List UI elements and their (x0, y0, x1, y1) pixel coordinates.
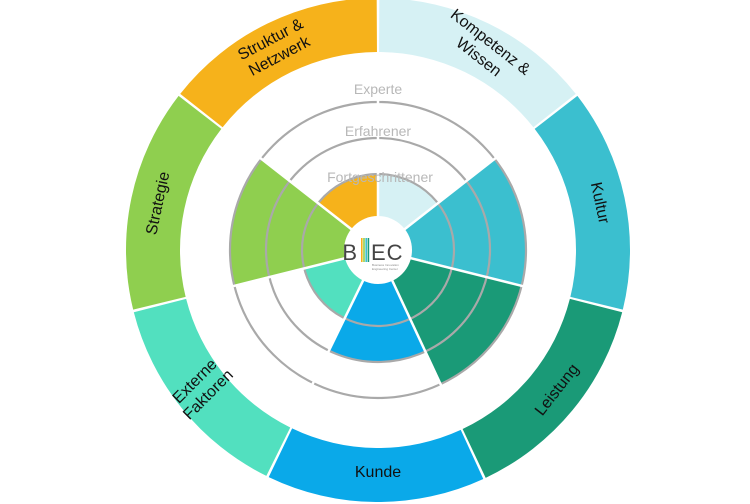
outer-segment-externe (133, 298, 291, 476)
level-fill-kunde (328, 250, 426, 363)
logo-bar-4 (367, 238, 370, 262)
logo-subtitle-2: Engineering Center (372, 267, 398, 271)
bec-logo: B EC Business Innovation Engineering Cen… (342, 216, 412, 284)
level-label-experte: Experte (354, 81, 402, 97)
outer-segment-kunde (268, 428, 484, 503)
level-labels: Experte Erfahrener Fortgeschrittener (327, 81, 433, 185)
logo-text-left: B (342, 240, 358, 265)
level-label-erfahrener: Erfahrener (345, 123, 411, 139)
level-label-fortgeschrittener: Fortgeschrittener (327, 169, 433, 185)
outer-segment-strategie (125, 95, 222, 310)
inner-fills (230, 158, 526, 385)
logo-subtitle-1: Business Innovation (372, 263, 399, 267)
segment-label-kunde: Kunde (355, 464, 401, 481)
logo-text-right: EC (371, 240, 404, 265)
outer-segment-kultur (534, 95, 630, 310)
outer-segment-struktur (180, 0, 377, 128)
logo-bar-3 (365, 238, 367, 262)
outer-ring (125, 0, 630, 503)
logo-bars (361, 238, 370, 262)
logo-background (344, 216, 412, 284)
outer-segment-kompetenz (379, 0, 576, 128)
segment-label-kunde-line-1: Kunde (355, 464, 401, 481)
outer-segment-leistung (462, 298, 623, 478)
logo-bar-1 (361, 238, 363, 262)
logo-bar-2 (363, 238, 365, 262)
